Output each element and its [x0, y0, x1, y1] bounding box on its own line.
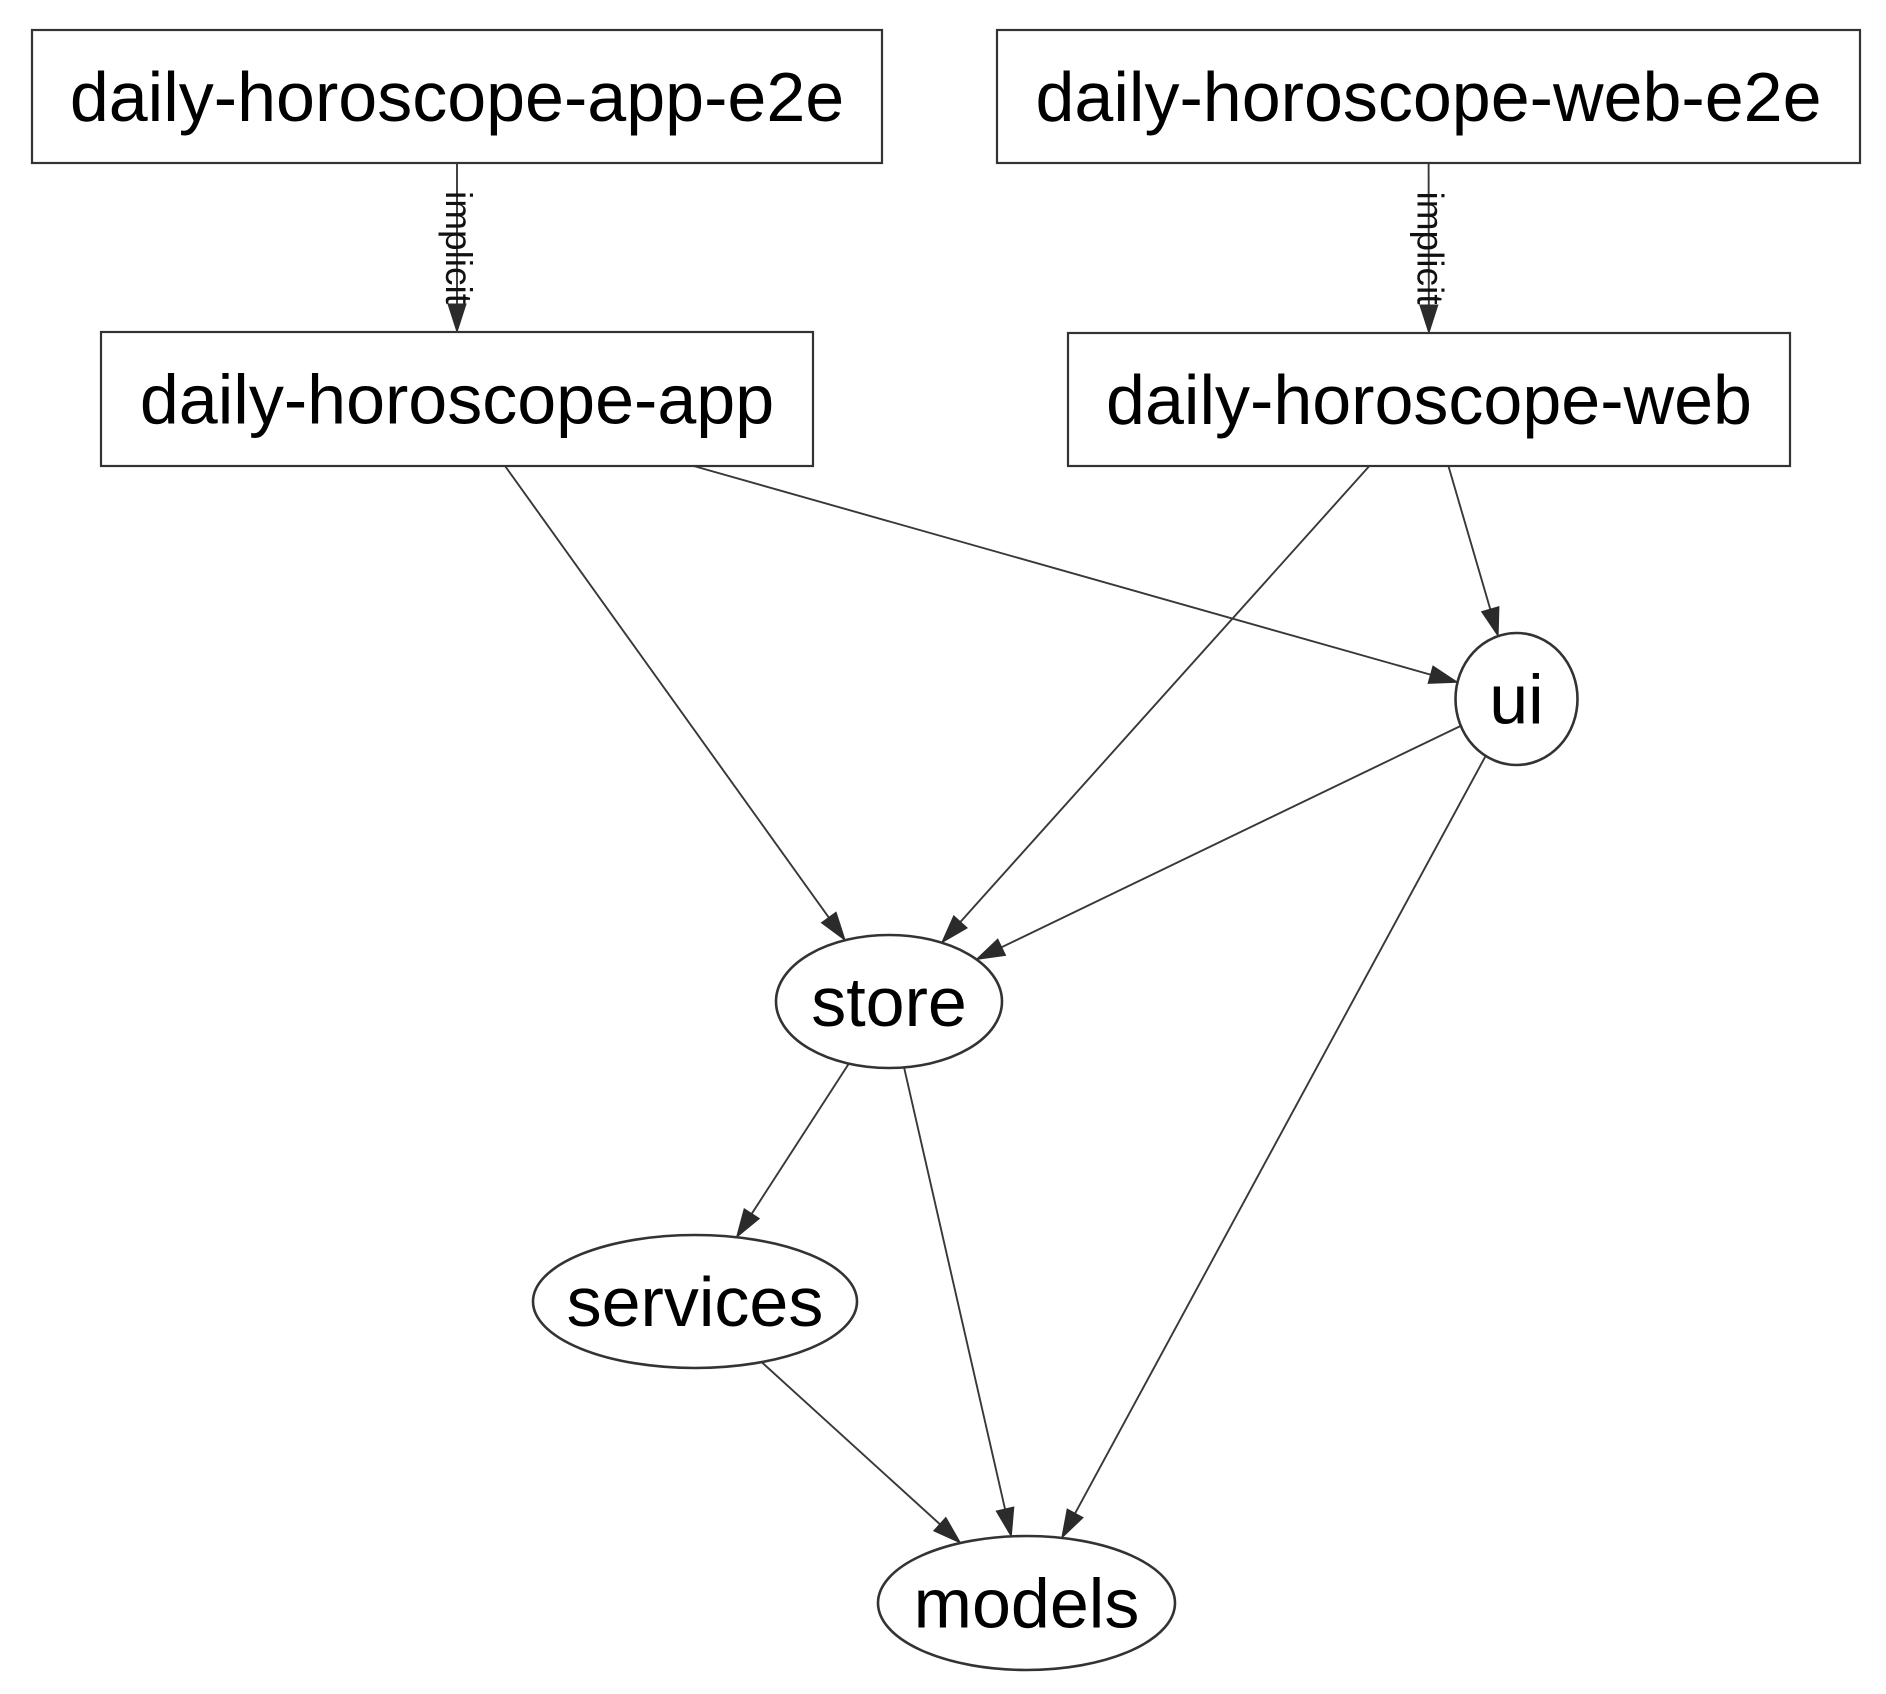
- node-label: models: [914, 1565, 1140, 1643]
- node-label: ui: [1489, 661, 1543, 739]
- edge-ui-to-store: [974, 725, 1462, 961]
- node-label: daily-horoscope-app-e2e: [70, 58, 844, 136]
- edge-daily-horoscope-app-e2e-to-daily-horoscope-app: implicit: [438, 163, 479, 334]
- edge-daily-horoscope-web-to-store: [940, 465, 1371, 944]
- edge-daily-horoscope-web-e2e-to-daily-horoscope-web: implicit: [1410, 162, 1451, 335]
- node-ellipse: [531, 1233, 859, 1370]
- arrowhead-icon: [932, 1516, 962, 1545]
- node-ellipse: [876, 1534, 1177, 1672]
- edge-line: [997, 725, 1462, 950]
- edge-line: [1072, 755, 1487, 1518]
- arrowhead-icon: [1427, 665, 1460, 684]
- node-ui: ui: [1454, 631, 1579, 767]
- node-box: [995, 28, 1862, 165]
- node-box: [99, 330, 815, 468]
- edge-line: [504, 465, 832, 922]
- arrowhead-icon: [974, 938, 1007, 961]
- node-ellipse: [774, 933, 1004, 1070]
- node-box: [1066, 331, 1792, 468]
- arrowhead-icon: [995, 1506, 1015, 1538]
- arrowhead-icon: [447, 303, 467, 334]
- edge-services-to-models: [761, 1361, 962, 1545]
- node-label: services: [567, 1263, 824, 1341]
- arrowhead-icon: [735, 1208, 761, 1239]
- edge-line: [1447, 465, 1493, 614]
- node-daily-horoscope-web-e2e: daily-horoscope-web-e2e: [995, 28, 1862, 165]
- node-label: daily-horoscope-web: [1106, 361, 1752, 439]
- node-daily-horoscope-app: daily-horoscope-app: [99, 330, 815, 468]
- edge-line: [957, 465, 1371, 926]
- node-daily-horoscope-web: daily-horoscope-web: [1066, 331, 1792, 468]
- node-box: [30, 28, 884, 165]
- node-store: store: [774, 933, 1004, 1070]
- edge-line: [761, 1361, 944, 1528]
- node-ellipse: [1454, 631, 1579, 767]
- arrowhead-icon: [1480, 605, 1500, 638]
- edge-line: [748, 1063, 850, 1218]
- node-label: daily-horoscope-web-e2e: [1036, 58, 1822, 136]
- edge-daily-horoscope-app-to-ui: [693, 465, 1460, 684]
- edge-daily-horoscope-web-to-ui: [1447, 465, 1500, 638]
- arrowhead-icon: [1060, 1508, 1084, 1540]
- node-label: store: [811, 963, 967, 1041]
- arrowhead-icon: [940, 915, 968, 944]
- arrowhead-icon: [820, 911, 847, 942]
- edge-line: [903, 1067, 1007, 1514]
- edge-daily-horoscope-app-to-store: [504, 465, 847, 942]
- node-daily-horoscope-app-e2e: daily-horoscope-app-e2e: [30, 28, 884, 165]
- node-services: services: [531, 1233, 859, 1370]
- node-models: models: [876, 1534, 1177, 1672]
- edge-label: implicit: [438, 191, 479, 305]
- edge-store-to-services: [735, 1063, 850, 1239]
- edge-ui-to-models: [1060, 755, 1487, 1540]
- edge-store-to-models: [903, 1067, 1015, 1538]
- edge-label: implicit: [1410, 191, 1451, 305]
- node-label: daily-horoscope-app: [140, 361, 774, 439]
- edge-line: [693, 465, 1435, 677]
- arrowhead-icon: [1419, 304, 1439, 335]
